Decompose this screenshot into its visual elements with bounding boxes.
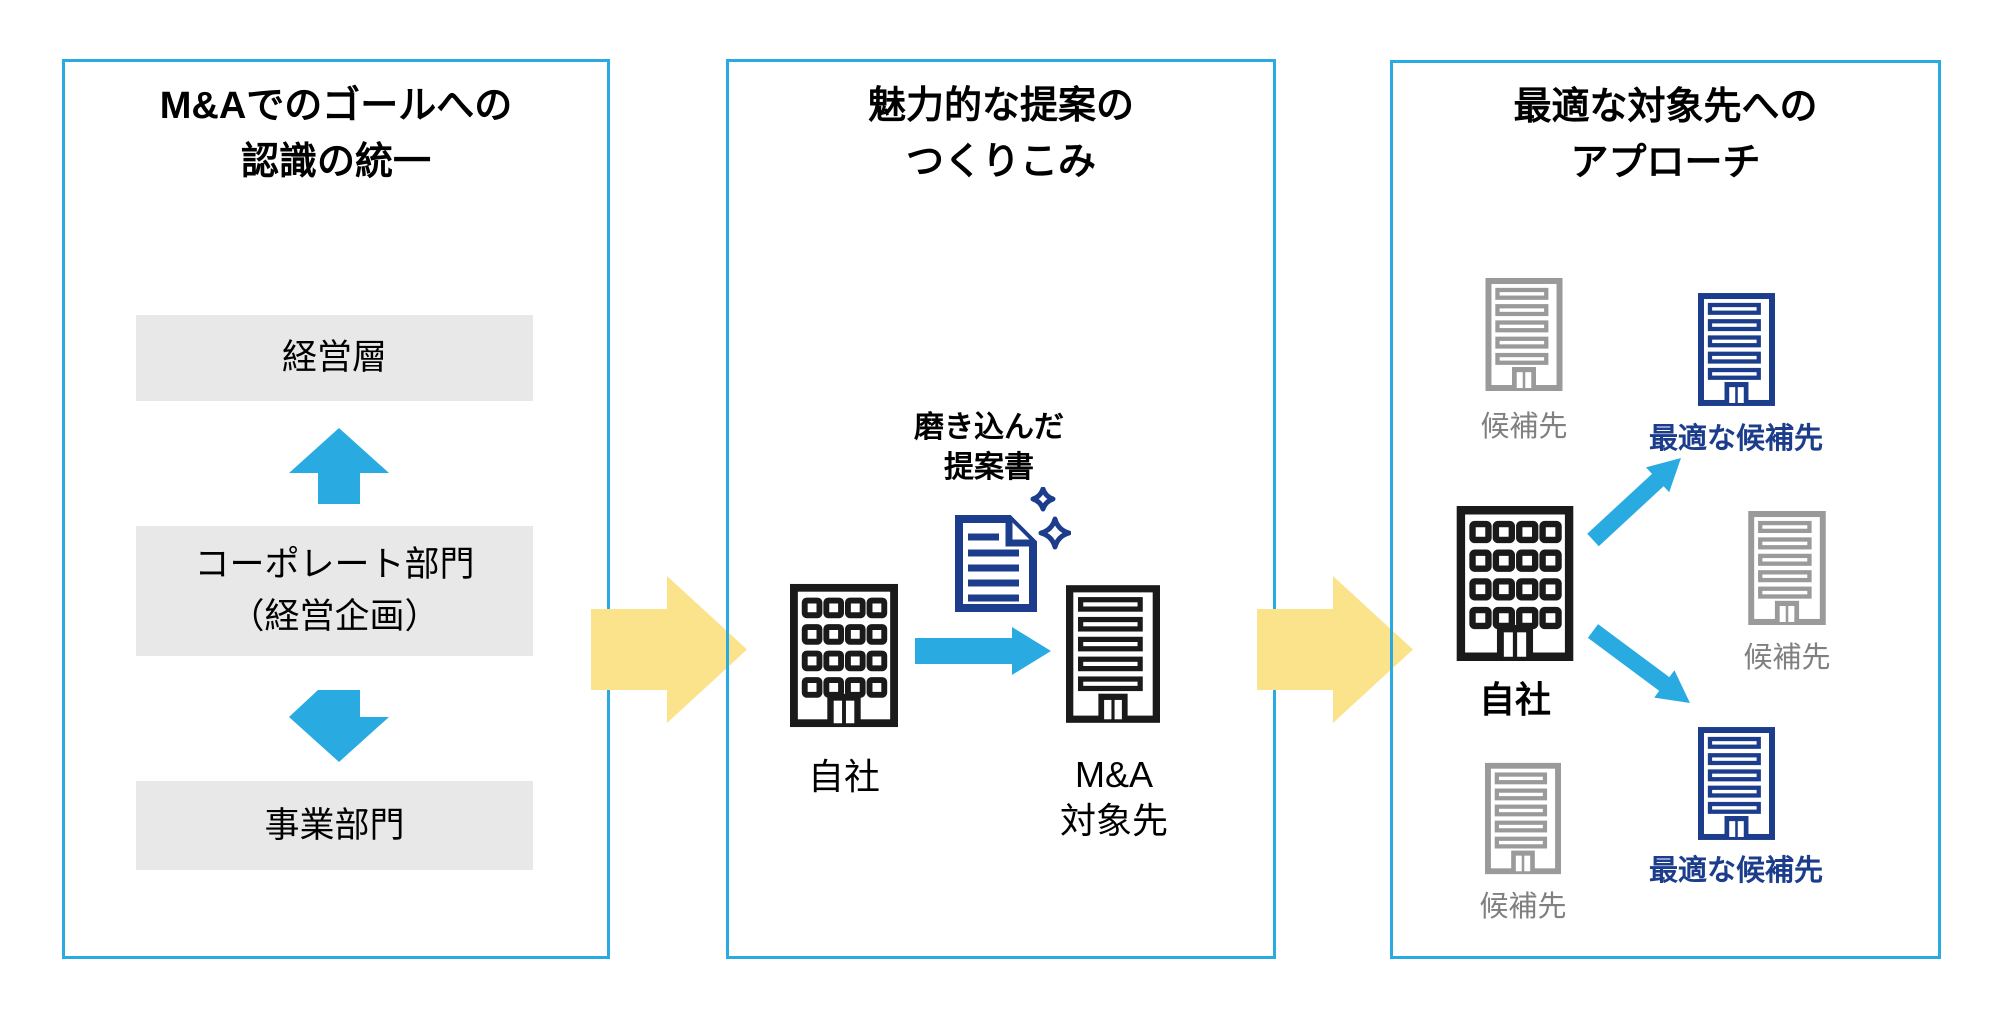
panel-1-title: M&Aでのゴールへの認識の統一 [65,78,607,190]
own-company-building-icon [790,583,898,728]
candidate-building-icon [1748,511,1826,625]
corporate-division-label-line1: コーポレート部門 [194,545,475,584]
approach-arrow-up-icon [1587,458,1681,547]
panel-goal-alignment: M&Aでのゴールへの認識の統一 経営層 コーポレート部門 （経営企画） 事業部門 [62,59,610,959]
polished-proposal-label-line1: 磨き込んだ [914,411,1064,444]
ma-target-label-line1: M&A [1074,754,1153,795]
panel-2-title: 魅力的な提案のつくりこみ [729,78,1273,190]
polished-proposal-label: 磨き込んだ提案書 [889,408,1089,488]
management-layer-box: 経営層 [136,315,533,401]
management-layer-label: 経営層 [281,338,387,377]
ma-target-label-line2: 対象先 [1059,800,1168,841]
proposal-flow-arrow-icon [915,627,1051,675]
business-division-box: 事業部門 [136,781,533,870]
own-company-label: 自社 [807,756,880,797]
panel-2-title-line2: つくりこみ [905,141,1096,183]
panel-target-approach: 最適な対象先へのアプローチ 候補先 最適な候補先 自社 候補先 候補先 最適な候… [1390,60,1941,959]
panel-1-title-line2: 認識の統一 [240,141,431,183]
sparkle-icon [1030,487,1071,550]
panel-proposal-crafting: 魅力的な提案のつくりこみ 磨き込んだ提案書 [726,59,1276,959]
panel-3-title: 最適な対象先へのアプローチ [1393,79,1938,191]
candidate-building-icon [1485,761,1561,876]
corporate-division-label-line2: （経営企画） [229,597,440,636]
own-company-label: 自社 [1478,679,1551,720]
up-arrow-icon [289,428,389,504]
transition-arrow-2-icon [1257,576,1413,723]
panel-1-title-line1: M&Aでのゴールへの [159,85,513,127]
approach-arrow-down-icon [1587,624,1690,703]
transition-arrow-1-icon [591,576,747,723]
candidate-label: 候補先 [1743,642,1831,674]
own-company-building-icon [1455,506,1575,661]
business-division-label: 事業部門 [264,805,405,845]
optimal-candidate-building-icon [1698,293,1775,406]
ma-target-building-icon [1066,581,1160,727]
panel-3-title-line1: 最適な対象先への [1513,86,1818,128]
panel-3-title-line2: アプローチ [1570,142,1761,184]
optimal-candidate-building-icon [1698,726,1775,841]
optimal-candidate-label: 最適な候補先 [1648,423,1823,455]
down-arrow-icon [289,690,389,762]
optimal-candidate-label: 最適な候補先 [1648,855,1823,887]
proposal-document-icon [955,487,1071,612]
panel-2-title-line1: 魅力的な提案の [867,85,1134,127]
corporate-division-box: コーポレート部門 （経営企画） [136,526,533,656]
candidate-building-icon [1485,278,1563,391]
polished-proposal-label-line2: 提案書 [944,451,1034,484]
ma-target-label: M&A 対象先 [1054,752,1174,844]
candidate-label: 候補先 [1480,411,1568,443]
candidate-label: 候補先 [1479,891,1567,923]
